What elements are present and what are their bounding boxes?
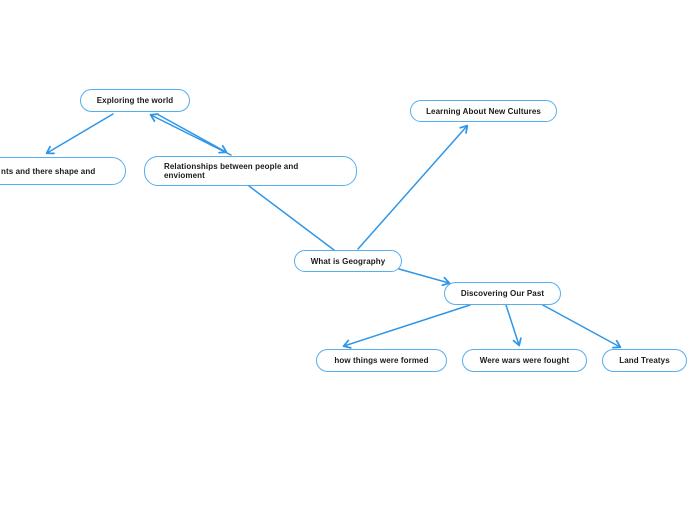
- node-what-is-geography[interactable]: What is Geography: [294, 250, 402, 272]
- edge-relationships-to-exploring: [149, 113, 232, 156]
- edge-geography-to-discovering: [398, 268, 451, 287]
- node-how-things-were-formed[interactable]: how things were formed: [316, 349, 447, 372]
- edge-exploring-to-continents: [45, 113, 114, 155]
- node-label: Discovering Our Past: [460, 289, 545, 298]
- edge-exploring-to-relationships: [156, 113, 228, 154]
- node-were-wars-were-fought[interactable]: Were wars were fought: [462, 349, 587, 372]
- edge-discovering-to-were-wars: [505, 304, 522, 347]
- edge-geography-to-learning: [357, 124, 469, 250]
- edge-relationships-to-geography: [248, 185, 335, 251]
- node-label: Relationships between people and enviome…: [164, 162, 299, 180]
- node-label: What is Geography: [310, 256, 386, 266]
- edge-discovering-to-how-things: [342, 304, 471, 349]
- node-label: Learning About New Cultures: [426, 106, 541, 116]
- node-label: Were wars were fought: [479, 356, 570, 365]
- node-learning-about-new-cultures[interactable]: Learning About New Cultures: [410, 100, 557, 122]
- node-label: nts and there shape and: [1, 166, 96, 176]
- node-label: Land Treatys: [619, 356, 670, 365]
- node-label: Exploring the world: [96, 96, 174, 105]
- edge-discovering-to-land-treatys: [540, 303, 622, 349]
- node-exploring-the-world[interactable]: Exploring the world: [80, 89, 190, 112]
- node-land-treatys[interactable]: Land Treatys: [602, 349, 687, 372]
- node-discovering-our-past[interactable]: Discovering Our Past: [444, 282, 561, 305]
- node-label: how things were formed: [334, 356, 429, 365]
- node-continents-shape-clipped[interactable]: nts and there shape and: [0, 157, 126, 185]
- node-relationships-people-envioment[interactable]: Relationships between people and enviome…: [144, 156, 357, 186]
